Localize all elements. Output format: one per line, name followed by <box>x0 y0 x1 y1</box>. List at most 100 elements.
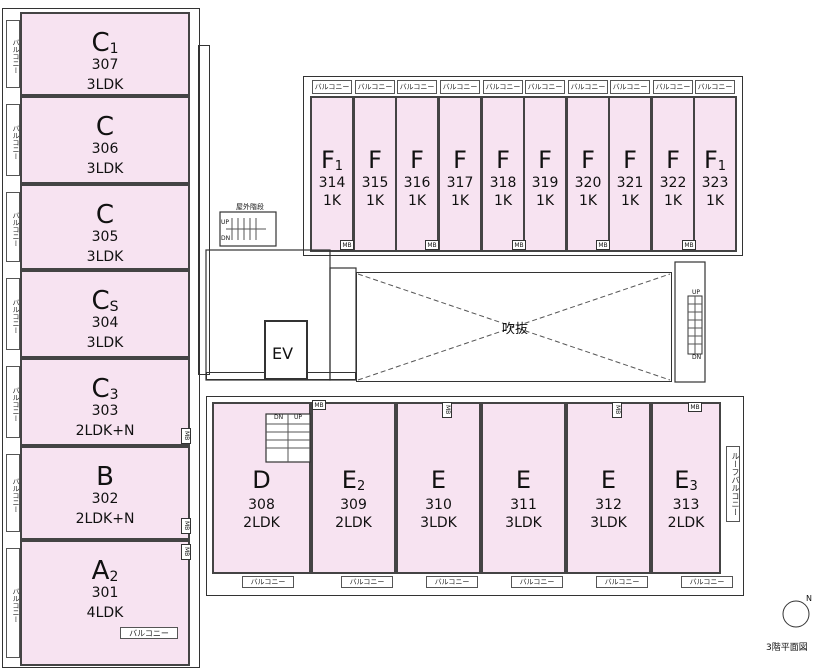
unit-number: 305 <box>91 229 119 245</box>
unit-layout: 4LDK <box>86 605 124 621</box>
unit-type-label: F <box>397 148 437 173</box>
roof-balcony: ルーフバルコニー <box>726 446 740 522</box>
unit-type-label: A2 <box>22 558 188 584</box>
balcony-320: バルコニー <box>568 80 608 94</box>
balcony-310: バルコニー <box>426 576 478 588</box>
unit-number: 309 <box>340 497 367 513</box>
meter-box-top-0: MB <box>340 240 354 250</box>
balcony-315: バルコニー <box>355 80 395 94</box>
unit-number: 317 <box>446 175 474 191</box>
balcony-304: バルコニー <box>6 278 20 350</box>
unit-layout: 3LDK <box>86 249 124 265</box>
unit-type-sub: S <box>109 299 119 315</box>
balcony-303: バルコニー <box>6 366 20 438</box>
unit-type-label: F <box>653 148 693 173</box>
unit-type: D <box>252 466 271 494</box>
elevator <box>264 320 308 380</box>
unit-layout: 1K <box>407 193 427 209</box>
unit-type-label: F <box>355 148 395 173</box>
meter-box-313: MB <box>688 402 702 412</box>
unit-type-sub: 1 <box>717 159 727 174</box>
unit-layout: 1K <box>493 193 513 209</box>
unit-type: F <box>320 146 335 174</box>
floor-plan-title: 3階平面図 <box>766 643 808 653</box>
unit-type: C <box>95 200 115 230</box>
unit-type-label: E3 <box>653 468 719 493</box>
balcony-305: バルコニー <box>6 192 20 262</box>
unit-type: F <box>666 146 680 174</box>
unit-number: 302 <box>91 491 119 507</box>
balcony-319: バルコニー <box>525 80 565 94</box>
unit-type: E <box>674 466 690 494</box>
balcony-322: バルコニー <box>653 80 693 94</box>
unit-number: 314 <box>318 175 346 191</box>
unit-type-sub: 3 <box>689 479 698 494</box>
unit-type-sub: 1 <box>334 159 344 174</box>
unit-number: 320 <box>574 175 602 191</box>
unit-number: 323 <box>701 175 729 191</box>
unit-layout: 1K <box>578 193 598 209</box>
unit-type: F <box>581 146 595 174</box>
unit-number: 303 <box>91 403 119 419</box>
unit-layout: 1K <box>365 193 385 209</box>
unit-layout: 3LDK <box>590 515 627 531</box>
unit-number: 311 <box>510 497 537 513</box>
corridor-outline <box>198 45 210 375</box>
unit-number: 319 <box>531 175 559 191</box>
right-stairs-dn-label: DN <box>692 354 702 361</box>
unit-type-label: B <box>22 464 188 490</box>
unit-layout: 3LDK <box>86 77 124 93</box>
unit-type: C <box>91 374 110 404</box>
unit-layout: 3LDK <box>86 161 124 177</box>
unit-type-label: D <box>214 468 309 493</box>
unit-type: F <box>496 146 510 174</box>
unit-type-label: C <box>22 202 188 228</box>
unit-number: 307 <box>91 57 119 73</box>
unit-number: 308 <box>248 497 275 513</box>
unit-type: F <box>410 146 424 174</box>
balcony-308: バルコニー <box>242 576 294 588</box>
unit-number: 304 <box>91 315 119 331</box>
outdoor-stairs-label: 屋外階段 <box>236 203 264 211</box>
unit-type: F <box>368 146 382 174</box>
unit-layout: 1K <box>620 193 640 209</box>
unit-type: A <box>91 556 110 586</box>
unit-layout: 1K <box>535 193 555 209</box>
unit-layout: 2LDK <box>243 515 280 531</box>
balcony-312: バルコニー <box>596 576 648 588</box>
unit-type-label: F <box>525 148 565 173</box>
unit-number: 316 <box>403 175 431 191</box>
meter-box-top-2: MB <box>512 240 526 250</box>
unit-type-label: F <box>610 148 650 173</box>
unit-type-label: E <box>483 468 564 493</box>
meter-box-312: MB <box>612 402 622 418</box>
unit-type-label: C1 <box>22 30 188 56</box>
unit-number: 313 <box>672 497 700 513</box>
unit-type: C <box>91 286 110 316</box>
unit-type-label: F1 <box>695 148 735 173</box>
unit-type: F <box>453 146 467 174</box>
unit-number: 306 <box>91 141 119 157</box>
meter-box-303: MB <box>181 428 191 444</box>
unit-layout: 2LDK+N <box>75 423 135 439</box>
unit-type: F <box>538 146 552 174</box>
unit-layout: 3LDK <box>86 335 124 351</box>
balcony-301-bottom: バルコニー <box>120 627 178 639</box>
unit-type-sub: 2 <box>356 479 366 494</box>
unit-layout: 1K <box>705 193 725 209</box>
unit-type: C <box>91 28 110 58</box>
bottom-wing-outline <box>206 396 744 596</box>
unit-type-label: C <box>22 114 188 140</box>
unit-number: 322 <box>659 175 687 191</box>
unit-type: E <box>341 466 357 494</box>
unit-type: F <box>703 146 718 174</box>
balcony-301: バルコニー <box>6 548 20 658</box>
